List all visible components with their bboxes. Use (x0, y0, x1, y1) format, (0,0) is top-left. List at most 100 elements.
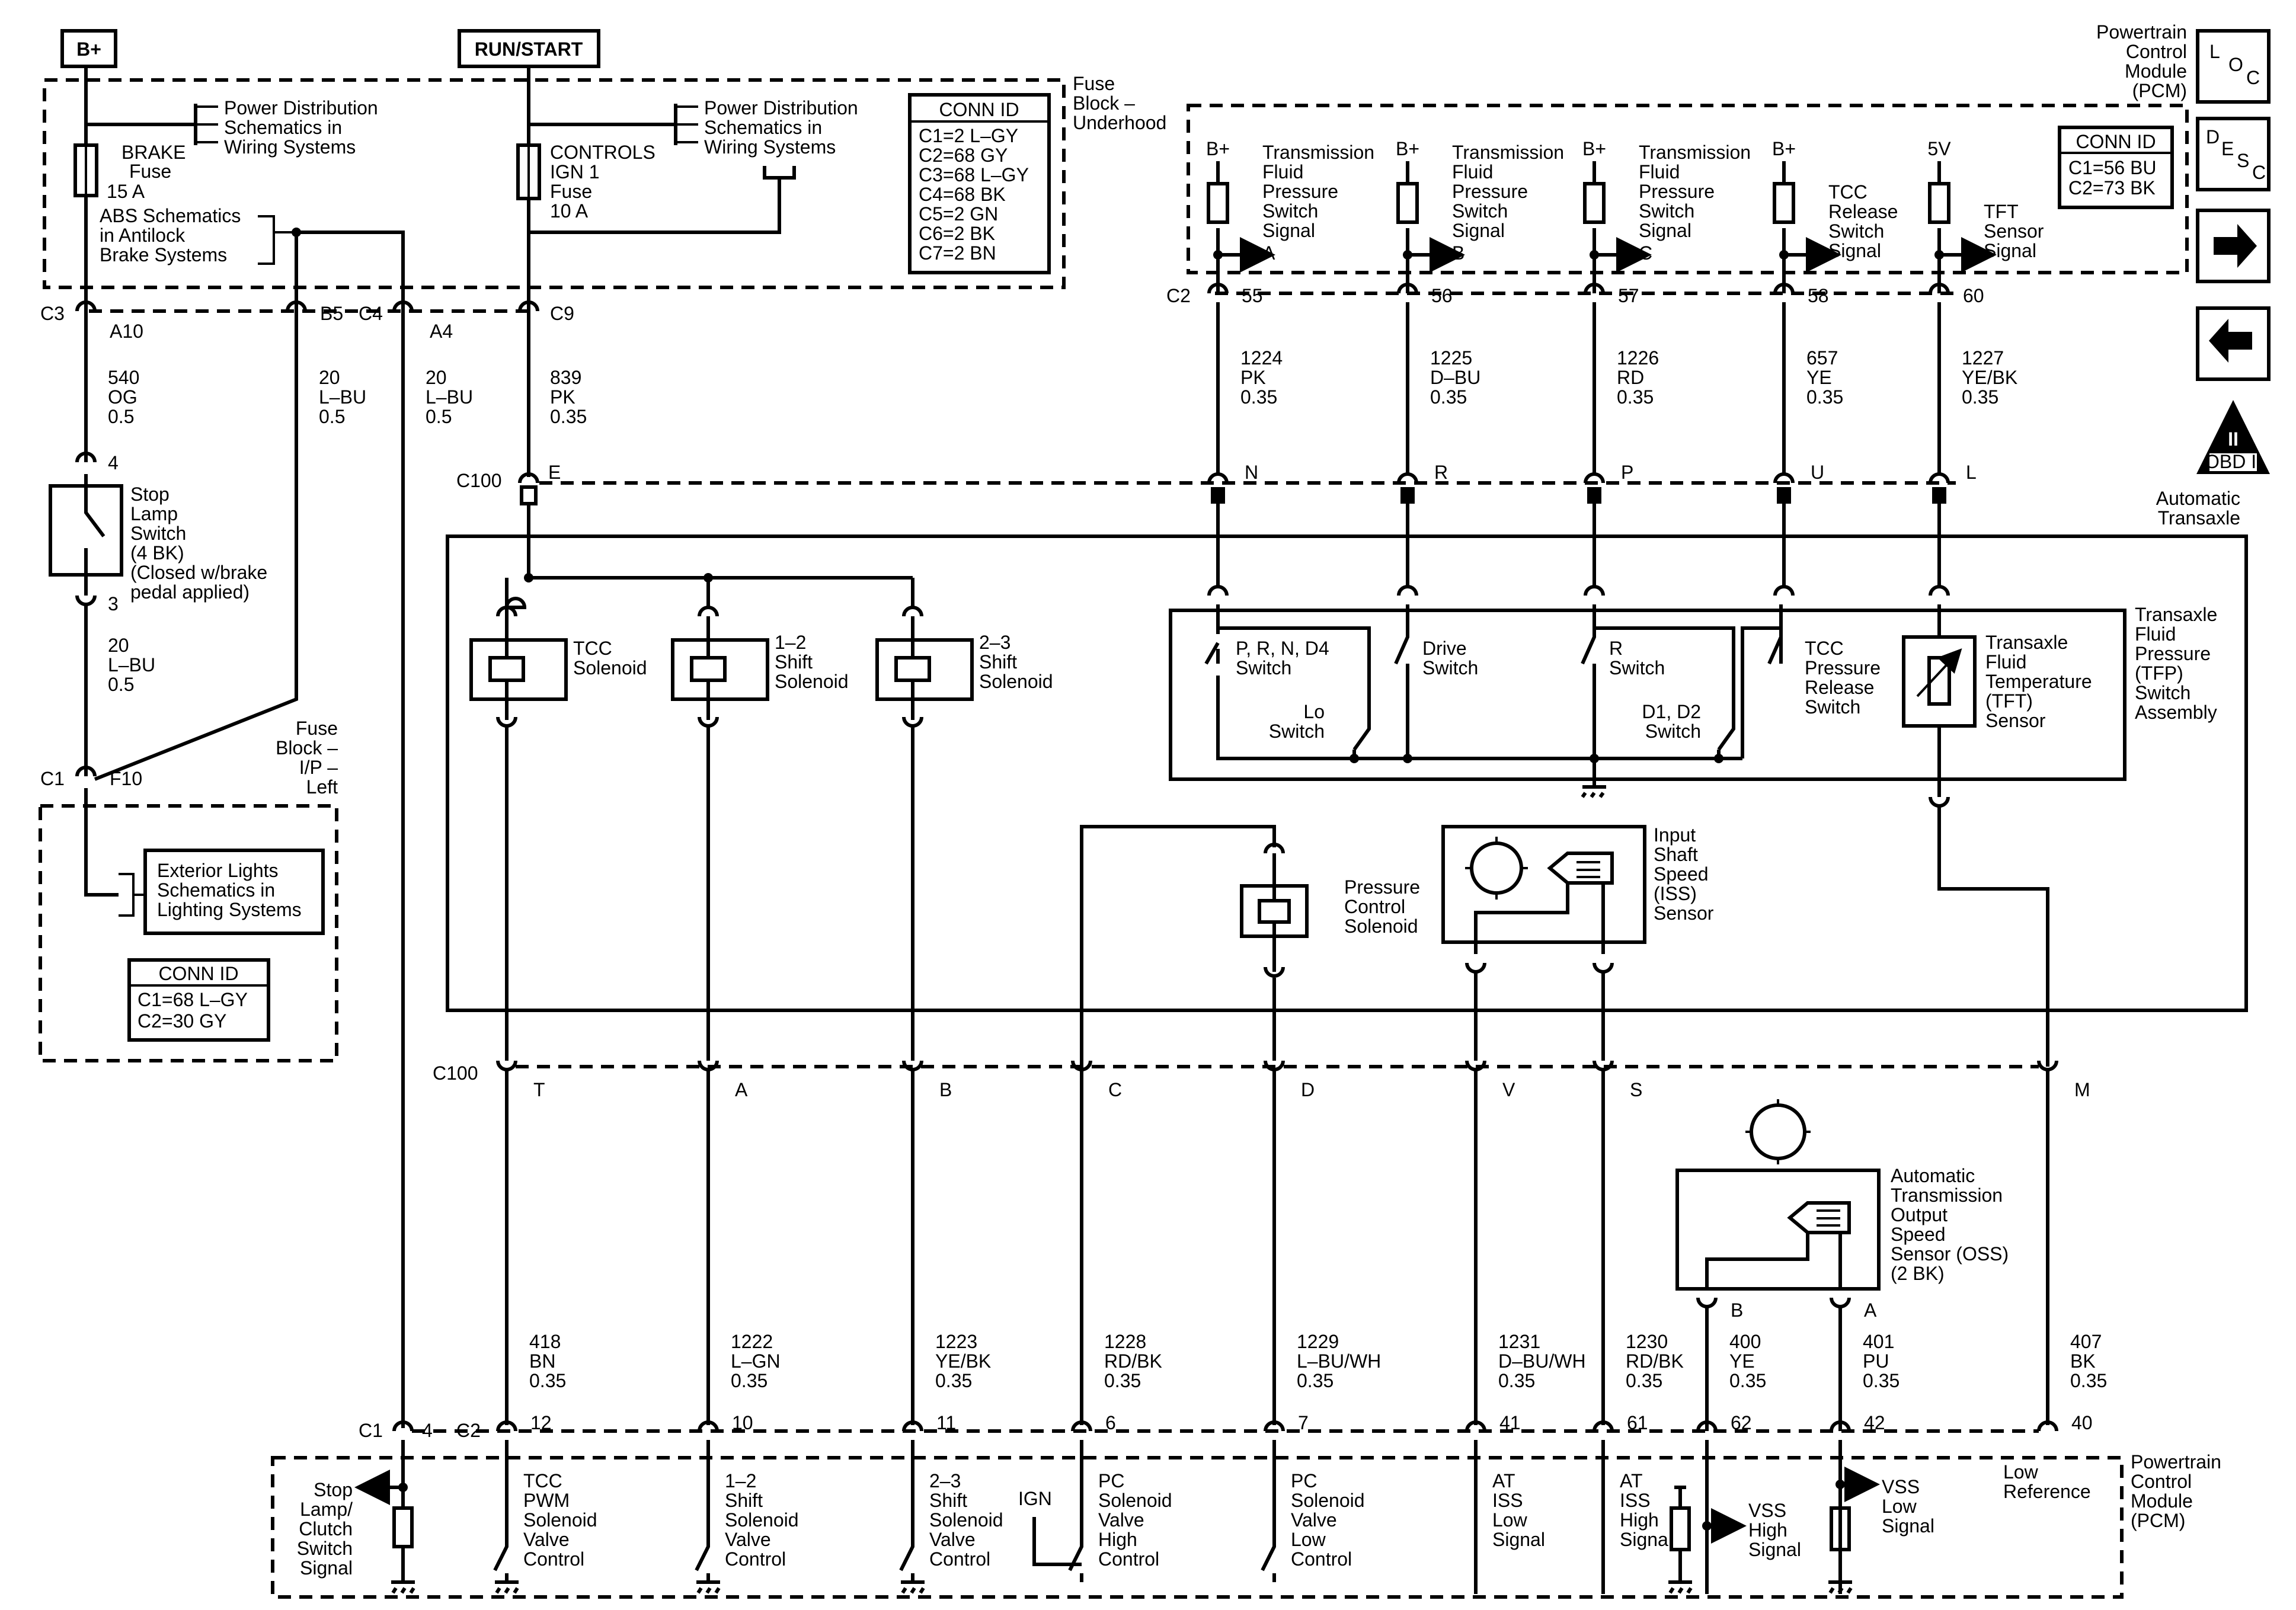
svg-text:A4: A4 (430, 321, 453, 342)
locator-button[interactable]: L O C (2196, 29, 2271, 104)
svg-text:Brake Systems: Brake Systems (100, 244, 227, 265)
ip-conn-id: CONN ID C1=68 L–GY C2=30 GY (127, 958, 270, 1042)
pcm-pin: 6 (1105, 1412, 1116, 1433)
power-distribution-ref-left: Power Distribution Schematics in Wiring … (224, 97, 378, 158)
feed-label-line: Fluid (1262, 161, 1303, 183)
svg-text:C5=2 GN: C5=2 GN (919, 203, 998, 225)
pin-3: 3 (108, 593, 119, 614)
feed-wire-label: 1226 (1617, 347, 1659, 369)
feed-label-line: TFT (1984, 201, 2019, 222)
svg-text:A: A (1864, 1299, 1877, 1321)
feed-wire-label: 0.35 (1962, 386, 1998, 408)
feed-supply: B+ (1396, 138, 1419, 159)
wire-label: 0.35 (2070, 1370, 2107, 1391)
shift-23-solenoid-label: Solenoid (979, 671, 1053, 692)
svg-text:Powertrain: Powertrain (2131, 1451, 2221, 1473)
c100-pin-D (1264, 1060, 1285, 1071)
feed-c100-pin: U (1811, 462, 1824, 483)
feed-pin: 55 (1242, 285, 1263, 306)
svg-text:C1=56 BU: C1=56 BU (2068, 157, 2157, 178)
next-arrow-button[interactable] (2196, 209, 2271, 283)
svg-text:Clutch: Clutch (299, 1518, 353, 1539)
pin-4: 4 (108, 452, 119, 473)
svg-text:in Antilock: in Antilock (100, 225, 186, 246)
description-button[interactable]: D E S C (2196, 117, 2271, 191)
svg-text:Stop: Stop (314, 1479, 353, 1500)
wire-label: YE/BK (935, 1350, 991, 1372)
feed-wire-label: YE (1806, 367, 1832, 388)
back-arrow-button[interactable] (2196, 306, 2271, 381)
abs-ref: ABS Schematics in Antilock Brake Systems (100, 205, 241, 265)
feed-wire-label: 0.35 (1240, 386, 1277, 408)
feed-wire-label: 0.35 (1806, 386, 1843, 408)
feed-label-line: Transmission (1262, 142, 1374, 163)
feed-supply: B+ (1582, 138, 1606, 159)
svg-text:(Closed w/brake: (Closed w/brake (130, 562, 267, 583)
wire-20-b5: 20 L–BU 0.5 (319, 367, 366, 427)
svg-text:Lighting Systems: Lighting Systems (157, 899, 302, 920)
svg-text:(4 BK): (4 BK) (130, 542, 184, 564)
svg-text:ABS Schematics: ABS Schematics (100, 205, 241, 226)
feed-wire-label: 657 (1806, 347, 1838, 369)
feed-label-line: Signal (1828, 240, 1881, 261)
wire-label: 1228 (1104, 1331, 1146, 1352)
svg-text:Solenoid: Solenoid (1344, 916, 1418, 937)
pcm-header-label: Powertrain Control Module (PCM) (2096, 21, 2187, 101)
oss-sensor: Automatic Transmission Output Speed Sens… (1675, 1099, 2009, 1321)
pcm-pin: 7 (1298, 1412, 1309, 1433)
c100-pin-M (2037, 1060, 2058, 1071)
driver-label: Solenoid (1291, 1490, 1365, 1511)
feed-label-line: Fluid (1639, 161, 1680, 183)
svg-text:Switch: Switch (1422, 657, 1478, 678)
wire-label: 1231 (1498, 1331, 1540, 1352)
svg-text:OG: OG (108, 386, 137, 408)
feed-label-line: TCC (1828, 181, 1868, 203)
svg-text:Reference: Reference (2003, 1481, 2091, 1502)
svg-text:I/P –: I/P – (299, 757, 338, 778)
svg-text:C2=68 GY: C2=68 GY (919, 145, 1008, 166)
drive-switch: Drive Switch (1394, 604, 1478, 758)
svg-text:15 A: 15 A (107, 181, 145, 202)
svg-text:Speed: Speed (1654, 863, 1709, 885)
c100-pin-A (698, 1060, 719, 1071)
driver-label: 2–3 (929, 1470, 961, 1491)
svg-text:0.5: 0.5 (426, 406, 452, 427)
svg-text:Transmission: Transmission (1891, 1185, 2003, 1206)
left-connector-labels: C3 A10 B5 C4 A4 C9 (40, 303, 574, 342)
svg-text:High: High (1748, 1519, 1787, 1541)
svg-text:C3=68 L–GY: C3=68 L–GY (919, 164, 1029, 185)
svg-text:B5: B5 (320, 303, 343, 324)
svg-text:C7=2 BN: C7=2 BN (919, 242, 996, 264)
bplus-source: B+ (60, 29, 117, 68)
svg-text:Pressure: Pressure (1805, 657, 1881, 678)
c100-top-pin-e: E (548, 462, 561, 483)
svg-text:Signal: Signal (300, 1557, 353, 1579)
wire-label: D–BU/WH (1498, 1350, 1586, 1372)
svg-text:CONN ID: CONN ID (158, 963, 238, 984)
driver-label: Low (1291, 1529, 1326, 1550)
obd-ii-icon: II OBD II (2196, 400, 2270, 474)
svg-text:B: B (1731, 1299, 1743, 1321)
driver-label: ISS (1492, 1490, 1523, 1511)
svg-text:Exterior Lights: Exterior Lights (157, 860, 279, 881)
svg-text:Transaxle: Transaxle (2158, 507, 2240, 529)
wire-20-stop: 20 L–BU 0.5 (108, 635, 155, 695)
svg-text:C9: C9 (550, 303, 574, 324)
c100-pin-B (902, 1060, 923, 1071)
fuse-block-ip-label: Fuse Block – I/P – Left (276, 718, 338, 798)
svg-text:Assembly: Assembly (2135, 702, 2217, 723)
c100-pin-label: D (1301, 1079, 1315, 1100)
feed-label-line: B (1452, 242, 1464, 264)
svg-text:Schematics in: Schematics in (157, 879, 275, 901)
feed-pin: 60 (1963, 285, 1984, 306)
feed-wire-label: YE/BK (1962, 367, 2017, 388)
c100-pin-S (1593, 1060, 1614, 1071)
feed-label-line: Signal (1984, 240, 2036, 261)
ground-symbol-tfp (1581, 785, 1606, 798)
svg-text:Drive: Drive (1422, 638, 1467, 659)
